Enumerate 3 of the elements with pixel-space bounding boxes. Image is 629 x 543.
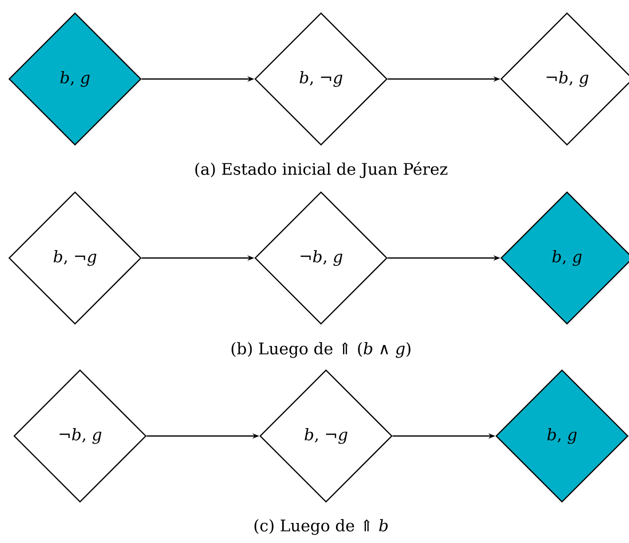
subcaption: (c) Luego de ⇑ b xyxy=(254,519,388,535)
subcaption: (a) Estado inicial de Juan Pérez xyxy=(195,162,448,178)
subcaption: (b) Luego de ⇑ (b ∧ g) xyxy=(232,342,410,358)
